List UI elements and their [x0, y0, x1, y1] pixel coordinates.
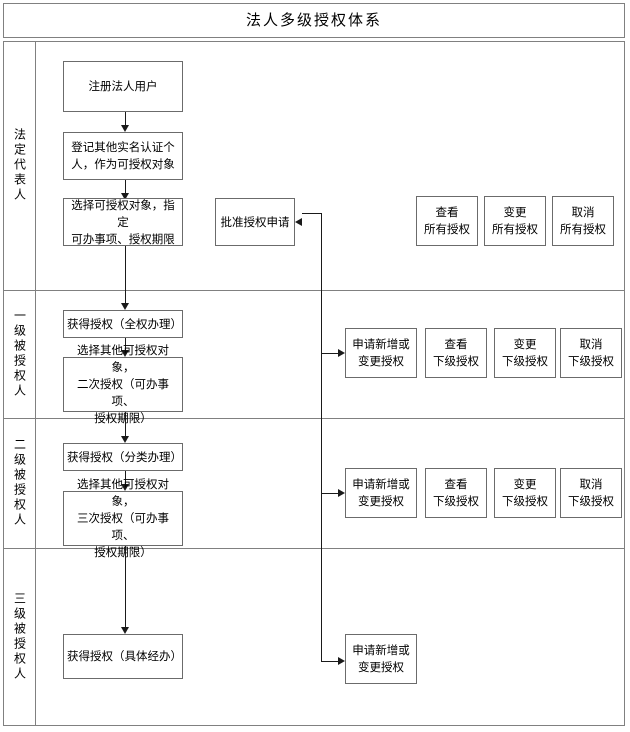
lane-separator-1: [3, 290, 625, 291]
node-text-line: 选择其他可授权对象，: [77, 343, 169, 374]
node-record-verified-person: 登记其他实名认证个 人，作为可授权对象: [63, 132, 183, 180]
chart-title-bar: 法人多级授权体系: [3, 3, 625, 38]
node-text-line: 选择可授权对象，指定: [71, 197, 175, 229]
lane-label-level-2: 二级被授权人: [3, 418, 35, 548]
connector-trunk-branch-lane2: [321, 353, 339, 354]
arrowhead-down: [120, 484, 129, 491]
node-text-line: 变更: [513, 337, 537, 351]
node-text-line: 所有授权: [424, 222, 470, 236]
node-text-line: 登记其他实名认证个: [71, 140, 175, 154]
lane-column-divider: [35, 41, 36, 726]
node-granted-full-authority: 获得授权（全权办理）: [63, 310, 183, 338]
arrowhead-right: [338, 488, 345, 497]
connector-trunk-to-approve: [302, 212, 322, 214]
node-text-line: 下级授权: [502, 354, 548, 368]
node-text-line: 变更授权: [358, 494, 404, 508]
node-text-line: 获得授权（全权办理）: [67, 316, 182, 331]
node-cancel-sub-auth-lane2: 取消 下级授权: [560, 328, 622, 378]
node-change-sub-auth-lane3: 变更 下级授权: [494, 468, 556, 518]
arrowhead-right: [338, 656, 345, 665]
node-apply-or-change-auth-lane2: 申请新增或 变更授权: [345, 328, 417, 378]
arrowhead-down: [120, 303, 129, 310]
node-text-line: 二次授权（可办事项、: [77, 377, 169, 408]
arrowhead-down: [120, 350, 129, 357]
node-view-sub-auth-lane3: 查看 下级授权: [425, 468, 487, 518]
lane-label-text: 三级被授权人: [12, 592, 27, 682]
node-text-line: 选择其他可授权对象，: [77, 477, 169, 508]
lane-separator-2: [3, 418, 625, 419]
arrowhead-down: [120, 193, 129, 200]
node-text-line: 下级授权: [433, 354, 479, 368]
connector-lane2-to-lane3: [125, 412, 126, 438]
lane-label-text: 法定代表人: [12, 128, 27, 203]
node-text-line: 下级授权: [568, 494, 614, 508]
node-text-line: 取消: [571, 205, 595, 219]
connector-register-to-record: [125, 112, 126, 127]
lane-label-text: 二级被授权人: [12, 438, 27, 528]
lane-label-legal-rep: 法定代表人: [3, 41, 35, 290]
node-text-line: 获得授权（分类办理）: [67, 449, 182, 464]
node-text-line: 批准授权申请: [220, 214, 290, 229]
node-view-all-authorizations: 查看 所有授权: [416, 196, 478, 246]
node-third-delegation: 选择其他可授权对象， 三次授权（可办事项、 授权期限）: [63, 477, 183, 559]
node-text-line: 获得授权（具体经办）: [67, 649, 182, 663]
connector-request-trunk: [321, 213, 322, 662]
connector-granted-to-second: [125, 338, 126, 352]
node-text-line: 变更: [513, 477, 537, 491]
node-text-line: 申请新增或: [352, 337, 410, 351]
node-text-line: 变更: [503, 205, 527, 219]
node-text-line: 变更授权: [358, 660, 404, 674]
node-text-line: 变更授权: [358, 354, 404, 368]
node-granted-specific-handling: 获得授权（具体经办）: [63, 634, 183, 679]
node-text-line: 所有授权: [560, 222, 606, 236]
node-cancel-all-authorizations: 取消 所有授权: [552, 196, 614, 246]
node-text-line: 下级授权: [568, 354, 614, 368]
arrowhead-down: [120, 627, 129, 634]
connector-record-to-select: [125, 180, 126, 195]
arrowhead-right: [338, 348, 345, 357]
node-text-line: 三次授权（可办事项、: [77, 511, 169, 542]
node-cancel-sub-auth-lane3: 取消 下级授权: [560, 468, 622, 518]
node-text-line: 可办事项、授权期限: [71, 231, 175, 246]
node-granted-category-authority: 获得授权（分类办理）: [63, 443, 183, 471]
connector-trunk-branch-lane3: [321, 493, 339, 494]
node-text-line: 取消: [579, 337, 603, 351]
lane-label-text: 一级被授权人: [12, 309, 27, 399]
node-register-legal-user: 注册法人用户: [63, 61, 183, 112]
node-change-all-authorizations: 变更 所有授权: [484, 196, 546, 246]
node-text-line: 申请新增或: [352, 477, 410, 491]
node-apply-or-change-auth-lane4: 申请新增或 变更授权: [345, 634, 417, 684]
arrowhead-left: [295, 217, 302, 226]
connector-lane3-to-lane4: [125, 546, 126, 629]
node-text-line: 查看: [444, 477, 468, 491]
node-second-delegation: 选择其他可授权对象， 二次授权（可办事项、 授权期限）: [63, 343, 183, 425]
arrowhead-down: [120, 125, 129, 132]
lane-separator-3: [3, 548, 625, 549]
node-view-sub-auth-lane2: 查看 下级授权: [425, 328, 487, 378]
node-text-line: 查看: [444, 337, 468, 351]
node-change-sub-auth-lane2: 变更 下级授权: [494, 328, 556, 378]
connector-granted-to-third: [125, 471, 126, 486]
node-text-line: 授权期限）: [94, 545, 152, 559]
node-text-line: 取消: [579, 477, 603, 491]
node-text-line: 授权期限）: [94, 411, 152, 425]
node-apply-or-change-auth-lane3: 申请新增或 变更授权: [345, 468, 417, 518]
node-text-line: 注册法人用户: [88, 79, 158, 93]
arrowhead-down: [120, 436, 129, 443]
node-text-line: 所有授权: [492, 222, 538, 236]
node-text-line: 人，作为可授权对象: [71, 157, 175, 171]
connector-trunk-branch-lane4: [321, 661, 339, 662]
lane-label-level-1: 一级被授权人: [3, 290, 35, 418]
node-text-line: 下级授权: [433, 494, 479, 508]
page-title: 法人多级授权体系: [245, 11, 382, 29]
connector-lane1-to-lane2: [125, 246, 126, 305]
node-text-line: 申请新增或: [352, 643, 410, 657]
node-select-target-scope: 选择可授权对象，指定 可办事项、授权期限: [63, 198, 183, 246]
node-text-line: 下级授权: [502, 494, 548, 508]
node-text-line: 查看: [435, 205, 459, 219]
lane-label-level-3: 三级被授权人: [3, 548, 35, 726]
node-approve-auth-request: 批准授权申请: [215, 198, 295, 246]
